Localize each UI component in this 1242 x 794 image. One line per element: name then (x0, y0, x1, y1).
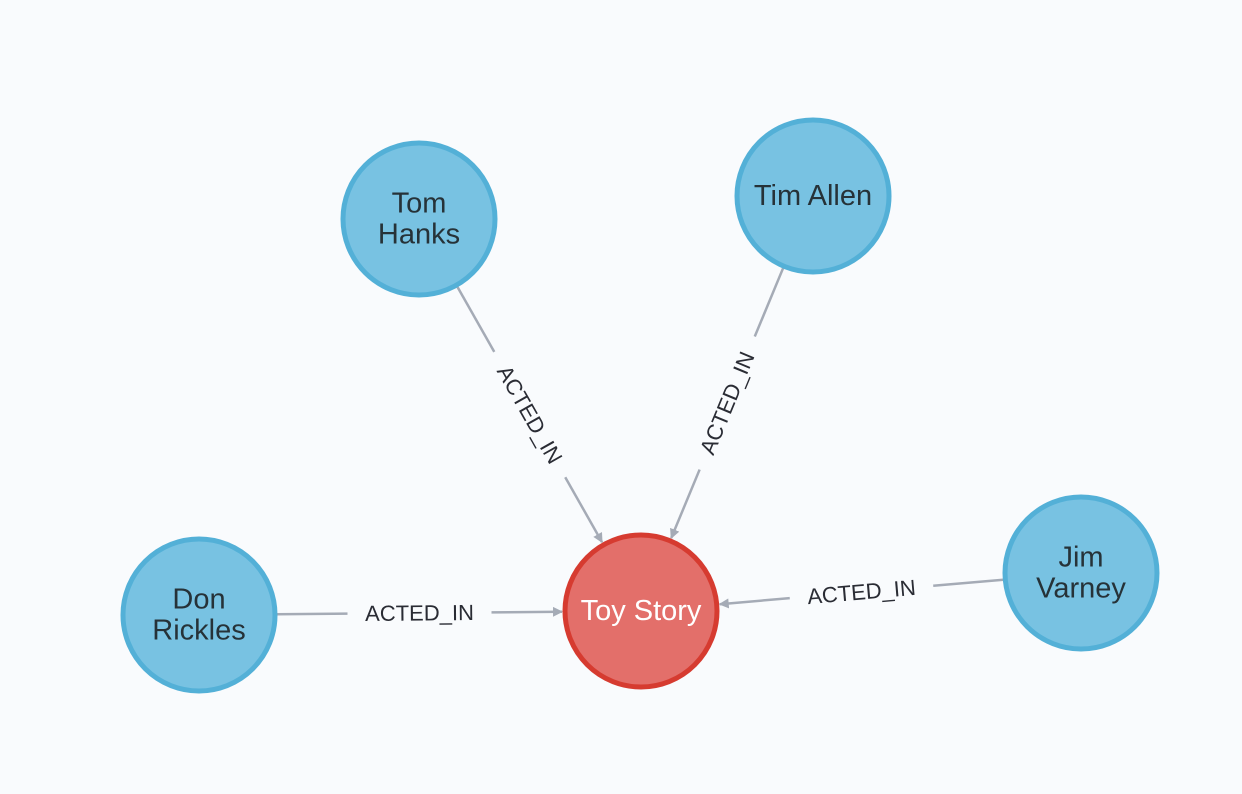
relationship-tim-allen-toy-story[interactable]: ACTED_IN (670, 267, 785, 539)
node-toy-story[interactable]: Toy Story (562, 532, 720, 690)
relationship-type-label: ACTED_IN (806, 575, 917, 609)
person-node-circle (120, 536, 278, 694)
person-node-circle (734, 117, 892, 275)
relationship-arrow (491, 606, 564, 617)
relationship-don-rickles-toy-story[interactable]: ACTED_IN (276, 600, 564, 626)
node-caption: Hanks (378, 219, 460, 251)
relationship-line (456, 286, 496, 353)
node-caption: Toy Story (581, 595, 702, 627)
node-caption: Varney (1036, 573, 1126, 605)
relationship-tom-hanks-toy-story[interactable]: ACTED_IN (456, 286, 604, 544)
node-caption: Tom (392, 188, 447, 220)
node-tim-allen[interactable]: Tim Allen (734, 117, 892, 275)
relationship-line (276, 612, 348, 616)
node-caption: Rickles (152, 615, 245, 647)
node-caption: Don (172, 584, 225, 616)
relationship-arrow (718, 596, 790, 609)
relationship-arrow (564, 476, 604, 544)
person-node-circle (340, 140, 498, 298)
relationship-line (753, 267, 785, 338)
relationship-type-label: ACTED_IN (695, 348, 760, 458)
relationship-type-label: ACTED_IN (492, 361, 567, 468)
node-caption: Jim (1058, 542, 1103, 574)
node-caption: Tim Allen (754, 180, 872, 212)
movie-node-circle (562, 532, 720, 690)
relationship-type-label: ACTED_IN (365, 600, 474, 626)
relationship-arrow (670, 469, 701, 539)
relationship-jim-varney-toy-story[interactable]: ACTED_IN (718, 575, 1004, 609)
relationship-line (933, 578, 1004, 588)
person-node-circle (1002, 494, 1160, 652)
